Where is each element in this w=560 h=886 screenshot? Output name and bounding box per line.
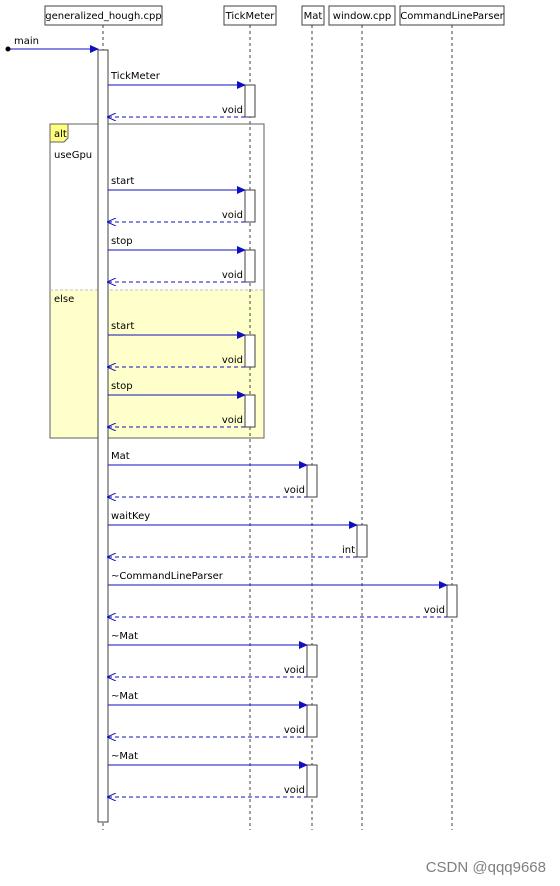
return-label: void: [222, 355, 243, 366]
message-2: stop void: [108, 236, 256, 283]
return-label: int: [342, 545, 355, 556]
activation-bar: [306, 764, 318, 798]
activation-bar: [244, 334, 256, 368]
entry-label: main: [14, 36, 39, 47]
return-label: void: [284, 665, 305, 676]
message-8: ~Mat void: [108, 631, 318, 678]
message-10: ~Mat void: [108, 751, 318, 798]
return-label: void: [284, 785, 305, 796]
message-9: ~Mat void: [108, 691, 318, 738]
call-label: ~Mat: [111, 631, 138, 642]
participant-label-commandlineparser: CommandLineParser: [400, 11, 504, 22]
call-label: start: [111, 321, 134, 332]
message-0: TickMeter void: [108, 71, 256, 118]
participant-box-generalized-hough: [44, 5, 163, 26]
participant-box-window: [328, 5, 396, 26]
message-7: ~CommandLineParser void: [108, 571, 458, 618]
activation-bar: [244, 189, 256, 223]
return-label: void: [222, 415, 243, 426]
activation-bar: [244, 84, 256, 118]
message-5: Mat void: [108, 451, 318, 498]
alt-tag-label: alt: [54, 129, 67, 140]
call-label: stop: [111, 381, 133, 392]
participant-label-generalized-hough: generalized_hough.cpp: [45, 11, 161, 22]
messages: TickMetervoidstartvoidstopvoidstartvoids…: [108, 71, 458, 798]
else-label: else: [54, 294, 74, 305]
message-1: start void: [108, 176, 256, 223]
watermark: CSDN @qqq9668: [426, 859, 546, 876]
participant-label-tickmeter: TickMeter: [225, 11, 276, 22]
call-label: ~Mat: [111, 691, 138, 702]
call-label: stop: [111, 236, 133, 247]
return-label: void: [284, 725, 305, 736]
participant-label-mat: Mat: [304, 11, 323, 22]
participant-heads: generalized_hough.cpp TickMeter Mat wind…: [44, 5, 505, 26]
activation-bar: [306, 704, 318, 738]
activation-bar: [356, 524, 368, 558]
activation-bar: [244, 394, 256, 428]
call-label: ~Mat: [111, 751, 138, 762]
message-3: start void: [108, 321, 256, 368]
participant-box-tickmeter: [223, 5, 277, 26]
entry-message: main: [5, 36, 99, 53]
message-4: stop void: [108, 381, 256, 428]
activation-bar: [244, 249, 256, 283]
call-label: waitKey: [111, 511, 150, 522]
participant-label-window: window.cpp: [333, 11, 391, 22]
alt-tag: [49, 123, 69, 143]
alt-guard: useGpu: [54, 150, 92, 161]
else-region: [50, 290, 264, 438]
return-label: void: [284, 485, 305, 496]
return-label: void: [222, 270, 243, 281]
alt-fragment-frame: [49, 123, 265, 439]
return-label: void: [222, 210, 243, 221]
call-label: TickMeter: [110, 71, 161, 82]
call-label: ~CommandLineParser: [111, 571, 224, 582]
activation-main: [97, 49, 109, 823]
return-label: void: [222, 105, 243, 116]
activation-bar: [446, 584, 458, 618]
message-6: waitKey int: [108, 511, 368, 558]
participant-box-mat: [301, 5, 325, 26]
activation-bar: [306, 464, 318, 498]
return-label: void: [424, 605, 445, 616]
call-label: Mat: [111, 451, 130, 462]
call-label: start: [111, 176, 134, 187]
participant-box-commandlineparser: [399, 5, 505, 26]
alt-fragment: alt useGpu else: [49, 123, 265, 439]
activation-bar: [306, 644, 318, 678]
